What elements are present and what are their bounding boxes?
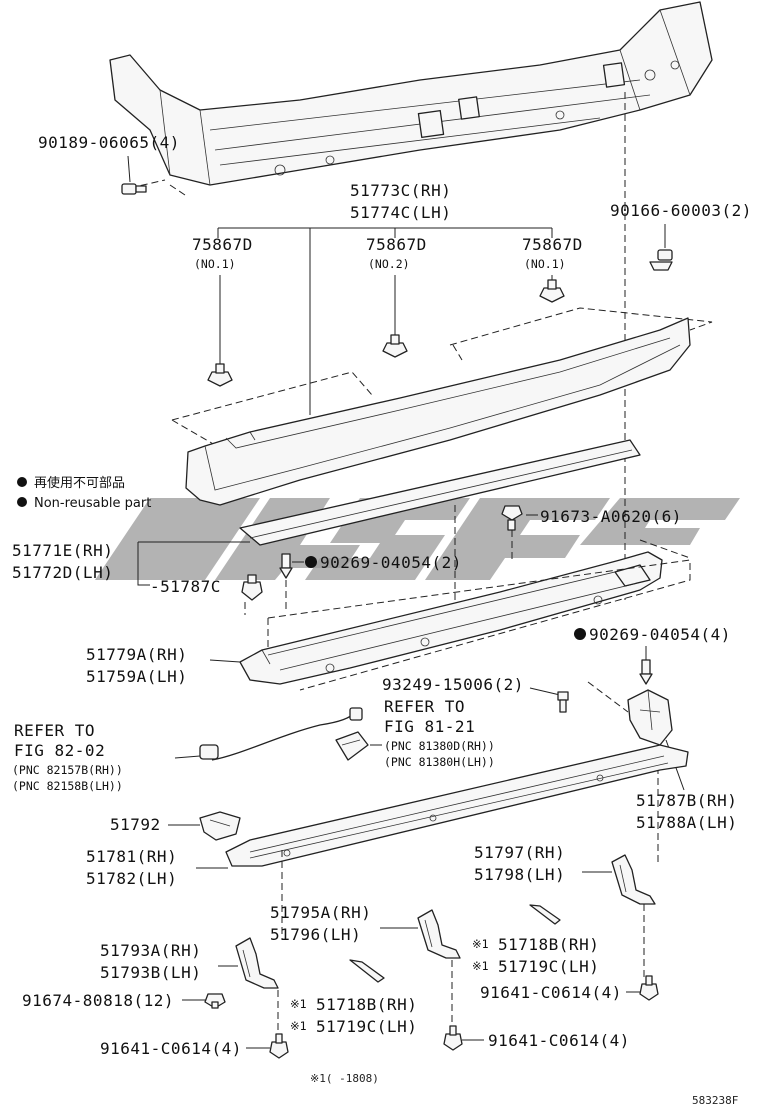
label-75867d-3: 75867D — [522, 235, 583, 254]
bracket-51787b-part — [627, 689, 673, 746]
label-51793a: 51793A(RH) — [100, 941, 201, 960]
leader-90189 — [127, 155, 131, 183]
screw-90166-icon — [649, 249, 673, 271]
footnote: ※1( -1808) — [310, 1072, 379, 1085]
label-51788a: 51788A(LH) — [636, 813, 737, 832]
label-51718b-left: 51718B(RH) — [316, 995, 417, 1014]
label-refer-b-4: (PNC 81380H(LH)) — [384, 755, 495, 769]
guide-90269-a — [244, 580, 287, 615]
label-75867d-2-note: (NO.2) — [368, 257, 410, 271]
label-91674: 91674-80818(12) — [22, 991, 174, 1010]
bracket-guide — [587, 681, 659, 862]
label-90166: 90166-60003(2) — [610, 201, 752, 220]
label-90189: 90189-06065(4) — [38, 133, 180, 152]
leader-refer-a — [174, 755, 201, 759]
wire-harness-part — [199, 707, 363, 761]
nonreusable-dot-icon — [305, 556, 317, 568]
label-51779a: 51779A(RH) — [86, 645, 187, 664]
label-51795a: 51795A(RH) — [270, 903, 371, 922]
label-90269-a: 90269-04054(2) — [320, 553, 462, 572]
bracket-51797-part — [611, 854, 656, 905]
label-refer-b-2: FIG 81-21 — [384, 717, 475, 736]
nonreusable-dot-icon-2 — [574, 628, 586, 640]
running-board-part — [239, 551, 663, 685]
label-51772d: 51772D(LH) — [12, 563, 113, 582]
pad-51718b-right-part — [529, 904, 561, 925]
label-51719c-left: 51719C(LH) — [316, 1017, 417, 1036]
label-91673: 91673-A0620(6) — [540, 507, 682, 526]
leader-51779a — [209, 659, 241, 663]
label-51774c: 51774C(LH) — [350, 203, 451, 222]
clip-51787c-icon — [241, 574, 263, 601]
bolt-91641-left-icon — [269, 1033, 289, 1059]
label-refer-b-1: REFER TO — [384, 697, 465, 716]
clip-75867d-3-icon — [539, 279, 565, 303]
label-90269-b: 90269-04054(4) — [589, 625, 731, 644]
rear-crossmember-part — [109, 1, 713, 186]
courtesy-lamp-part — [335, 731, 369, 761]
label-51782: 51782(LH) — [86, 869, 177, 888]
label-refer-a-3: (PNC 82157B(RH)) — [12, 763, 123, 777]
label-91641-left: 91641-C0614(4) — [100, 1039, 242, 1058]
label-refer-a-4: (PNC 82158B(LH)) — [12, 779, 123, 793]
label-51787b: 51787B(RH) — [636, 791, 737, 810]
legend: 再使用不可部品 Non-reusable part — [17, 475, 151, 511]
pad-51718b-left-part — [349, 959, 385, 983]
leader-51771e — [137, 541, 250, 586]
mark-right-2: ※1 — [472, 959, 489, 973]
step-rail-part — [225, 744, 689, 867]
legend-ja-text: 再使用不可部品 — [34, 475, 125, 491]
label-51792: 51792 — [110, 815, 161, 834]
label-51798: 51798(LH) — [474, 865, 565, 884]
label-51793b: 51793B(LH) — [100, 963, 201, 982]
legend-en-text: Non-reusable part — [34, 496, 151, 511]
label-75867d-3-note: (NO.1) — [524, 257, 566, 271]
label-91641-center: 91641-C0614(4) — [488, 1031, 630, 1050]
mark-left-2: ※1 — [290, 1019, 307, 1033]
leader-93249 — [529, 687, 561, 696]
bolt-91641-right-icon — [639, 975, 659, 1001]
watermark-logo — [95, 498, 740, 580]
figure-id: 583238F — [692, 1094, 738, 1107]
label-refer-a-1: REFER TO — [14, 721, 95, 740]
label-93249: 93249-15006(2) — [382, 675, 524, 694]
bolt-90189-icon — [121, 183, 147, 195]
label-51773c: 51773C(RH) — [350, 181, 451, 200]
board-plane-guide — [267, 539, 691, 691]
label-51796: 51796(LH) — [270, 925, 361, 944]
label-51797: 51797(RH) — [474, 843, 565, 862]
mark-left-1: ※1 — [290, 997, 307, 1011]
legend-dot-icon — [17, 477, 27, 487]
legend-dot-icon-2 — [17, 497, 27, 507]
clip-90269-a-icon — [279, 553, 293, 579]
screw-93249-icon — [557, 691, 569, 713]
label-refer-b-3: (PNC 81380D(RH)) — [384, 739, 495, 753]
label-75867d-2: 75867D — [366, 235, 427, 254]
bolt-91674-icon — [204, 993, 226, 1009]
clip-90269-b-icon — [639, 659, 653, 685]
label-51787c: -51787C — [150, 577, 221, 596]
label-75867d-1: 75867D — [192, 235, 253, 254]
step-pad-part — [239, 439, 641, 546]
leader-75867d — [219, 275, 553, 368]
label-51759a: 51759A(LH) — [86, 667, 187, 686]
bracket-51793a-part — [235, 937, 279, 989]
mounting-plane-guide — [171, 307, 713, 446]
leader-51773c — [217, 227, 553, 415]
label-51719c-right: 51719C(LH) — [498, 957, 599, 976]
bracket-51795a-part — [417, 909, 461, 959]
label-51781: 51781(RH) — [86, 847, 177, 866]
label-refer-a-2: FIG 82-02 — [14, 741, 105, 760]
clip-75867d-2-icon — [382, 334, 408, 358]
side-molding-part — [185, 317, 691, 506]
mark-right-1: ※1 — [472, 937, 489, 951]
bolt-91641-center-icon — [443, 1025, 463, 1051]
label-75867d-1-note: (NO.1) — [194, 257, 236, 271]
clip-51792-part — [199, 811, 241, 841]
label-51771e: 51771E(RH) — [12, 541, 113, 560]
label-91641-right: 91641-C0614(4) — [480, 983, 622, 1002]
label-51718b-right: 51718B(RH) — [498, 935, 599, 954]
clip-75867d-1-icon — [207, 363, 233, 387]
